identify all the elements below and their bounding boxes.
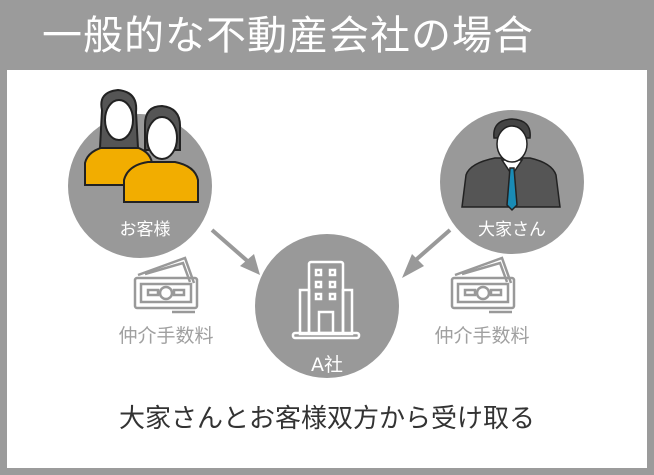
summary-text: 大家さんとお客様双方から受け取る xyxy=(118,404,535,434)
customers-icon xyxy=(84,88,199,203)
customer-label: お客様 xyxy=(119,220,171,240)
landlord-icon xyxy=(461,118,561,212)
arrow-customer-to-company xyxy=(210,228,260,275)
landlord-label: 大家さん xyxy=(478,220,546,240)
page-title: 一般的な不動産会社の場合 xyxy=(42,13,534,59)
building-icon xyxy=(291,260,361,340)
company-label: A社 xyxy=(311,354,343,376)
fee-label-right: 仲介手数料 xyxy=(434,325,530,347)
money-icon-right xyxy=(450,256,516,314)
fee-label-left: 仲介手数料 xyxy=(118,325,214,347)
company-circle xyxy=(255,234,399,378)
money-icon-left xyxy=(133,256,199,314)
arrow-landlord-to-company xyxy=(402,228,452,278)
